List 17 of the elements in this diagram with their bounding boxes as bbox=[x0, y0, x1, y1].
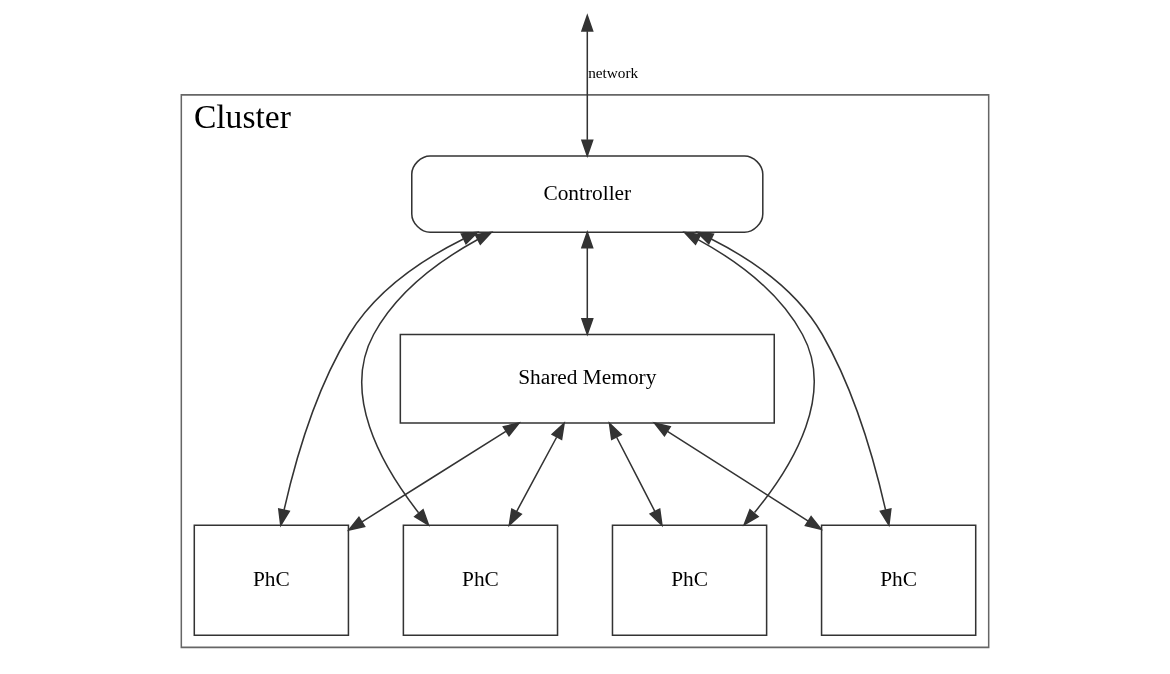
arrow bbox=[695, 231, 892, 528]
node-box: PhC bbox=[820, 524, 977, 636]
arrow bbox=[361, 231, 494, 527]
arrow bbox=[652, 421, 824, 531]
arrow bbox=[580, 13, 594, 158]
edge-label: network bbox=[588, 64, 639, 82]
arrow bbox=[346, 421, 522, 532]
arrow bbox=[682, 231, 815, 527]
arrow bbox=[277, 231, 480, 528]
node-box: PhC bbox=[193, 524, 350, 636]
arrow bbox=[608, 421, 663, 528]
arrow bbox=[508, 421, 566, 528]
node-box: Shared Memory bbox=[399, 333, 775, 424]
node-box: Controller bbox=[411, 155, 764, 233]
node-box: PhC bbox=[611, 524, 768, 636]
arrow bbox=[580, 230, 594, 337]
node-box: PhC bbox=[402, 524, 559, 636]
